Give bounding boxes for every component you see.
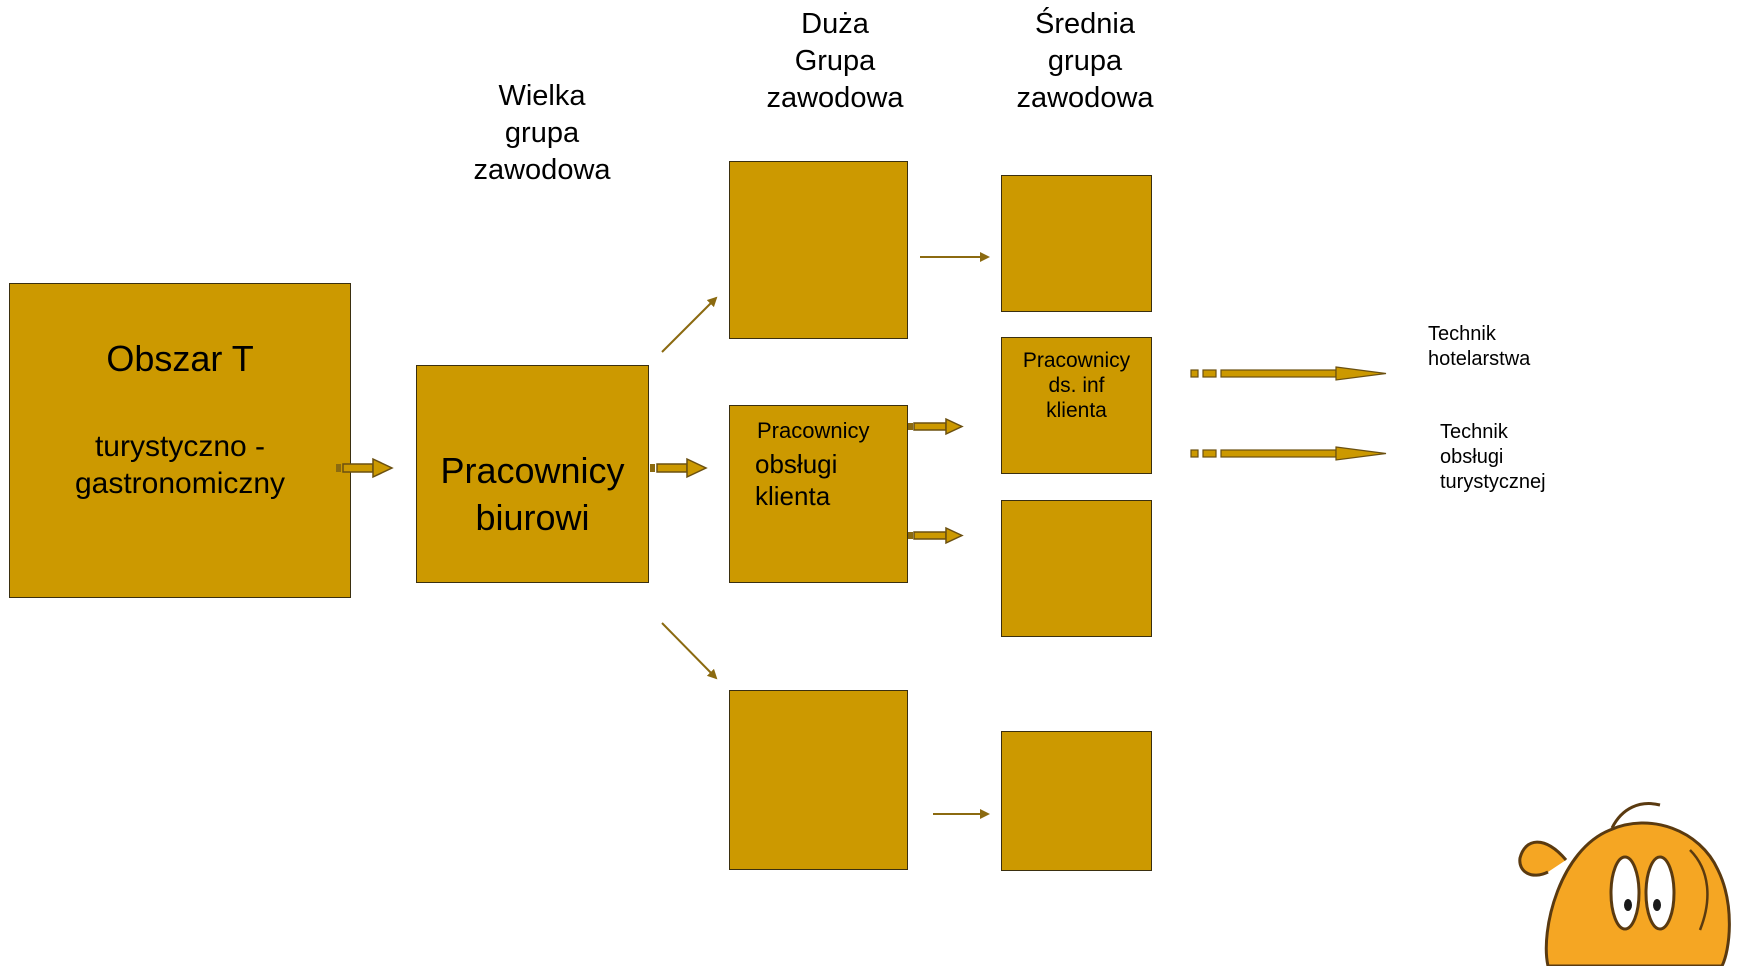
- technik-obslugi-turystycznej-label: Technik obsługi turystycznej: [1440, 421, 1546, 493]
- arrow-obszar-to-biurowi: [336, 457, 394, 479]
- arrow-to-technik-hotelarstwa: [1190, 366, 1387, 381]
- cartoon-mascot-image: [1518, 802, 1731, 966]
- arrow-obslugi-to-srednia-mid: [908, 526, 964, 545]
- obszar-title: Obszar T: [106, 338, 254, 379]
- header-srednia-grupa: Średnia grupa zawodowa: [1016, 8, 1154, 114]
- arrow-obslugi-to-ds-inf: [908, 417, 964, 436]
- duza-bottom-box: [729, 690, 908, 870]
- header-wielka-grupa: Wielka grupa zawodowa: [473, 80, 611, 186]
- pracownicy-biurowi-box: [416, 365, 649, 583]
- arrow-biurowi-to-duza-top: [661, 296, 718, 353]
- srednia-bottom-box: [1001, 731, 1152, 871]
- ds-inf-klienta-label: Pracownicy ds. inf klienta: [1022, 349, 1131, 422]
- header-duza-grupa: Duża Grupa zawodowa: [766, 8, 904, 114]
- technik-hotelarstwa-label: Technik hotelarstwa: [1428, 323, 1531, 370]
- arrow-biurowi-to-duza-bottom: [661, 622, 718, 680]
- obszar-box: [9, 283, 351, 598]
- obslugi-klienta-box: [729, 405, 908, 583]
- arrow-to-technik-obslugi: [1190, 446, 1387, 461]
- duza-top-box: [729, 161, 908, 339]
- obslugi-klienta-top-label: Pracownicy: [757, 418, 870, 443]
- obszar-subtitle: turystyczno - gastronomiczny: [74, 430, 286, 500]
- srednia-mid-box: [1001, 500, 1152, 637]
- arrow-biurowi-to-obslugi: [650, 457, 708, 479]
- ds-inf-klienta-box: [1001, 337, 1152, 474]
- srednia-top-box: [1001, 175, 1152, 312]
- obslugi-klienta-label: obsługi klienta: [755, 449, 838, 511]
- pracownicy-biurowi-label: Pracownicy biurowi: [440, 450, 625, 538]
